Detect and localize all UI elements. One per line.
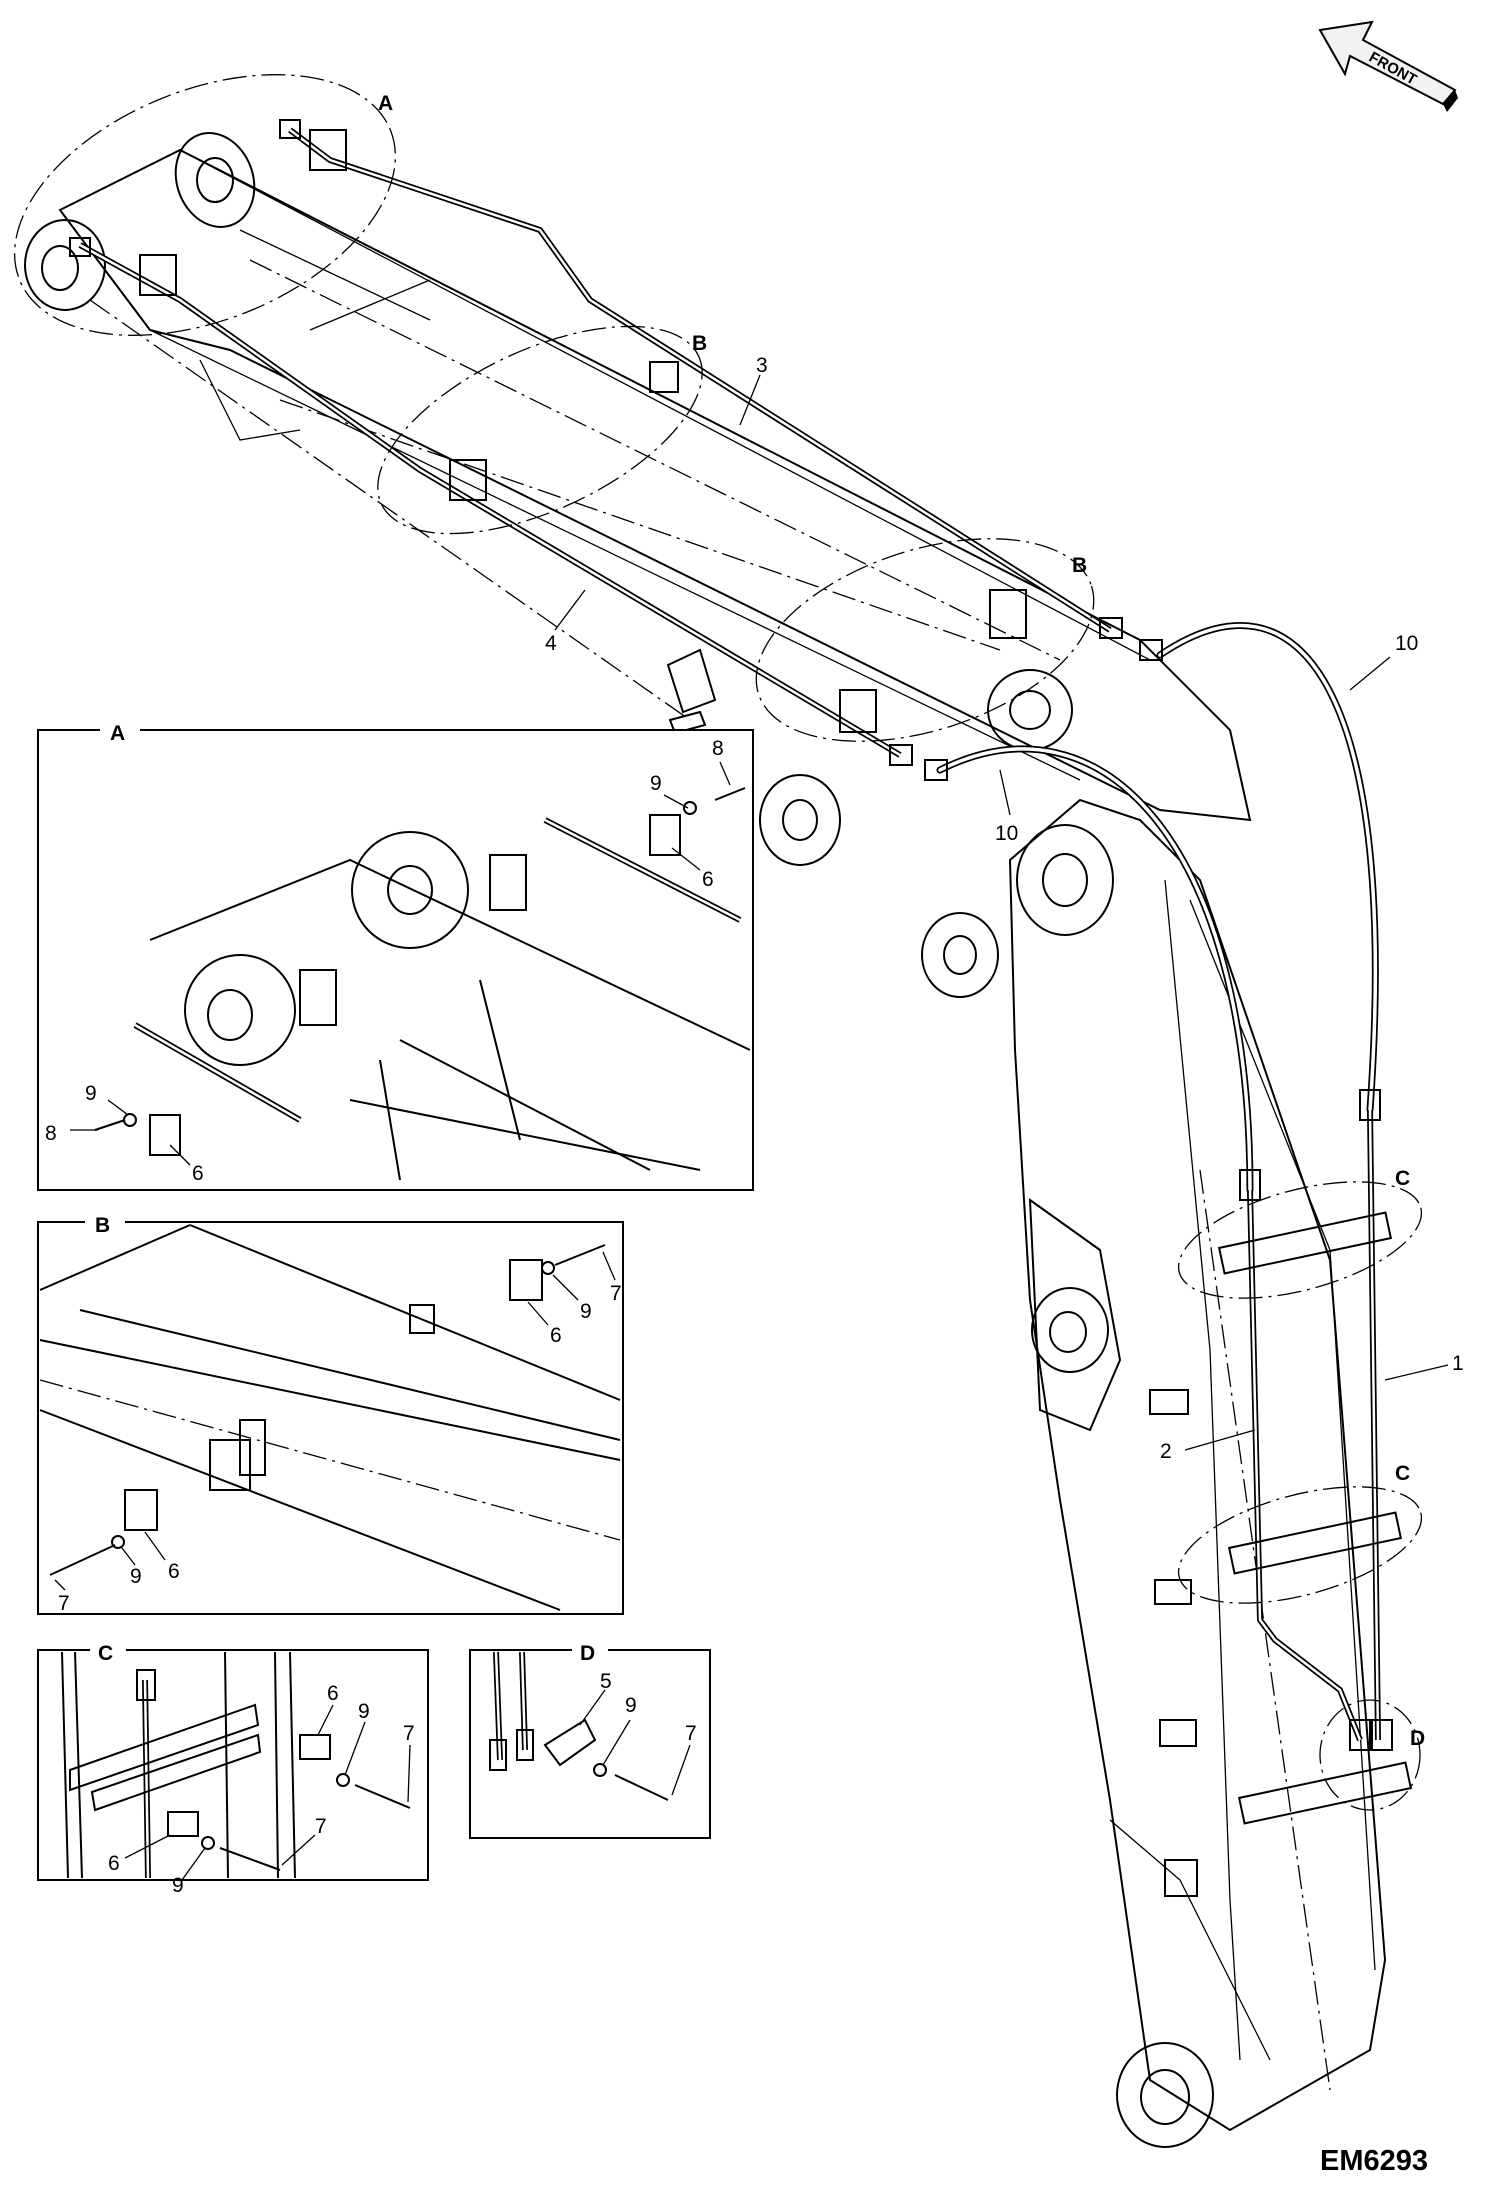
circle-label-c-lower: C — [1395, 1462, 1410, 1485]
callout-hose-10-lower: 10 — [995, 822, 1018, 845]
box-a-label-clamp-lower: 6 — [192, 1162, 204, 1185]
circle-label-c-upper: C — [1395, 1167, 1410, 1190]
detail-box-c-title: C — [98, 1642, 113, 1665]
box-a-label-bolt-lower: 8 — [45, 1122, 57, 1145]
callout-hose-10-upper: 10 — [1395, 632, 1418, 655]
box-c-label-clamp-upper: 6 — [327, 1682, 339, 1705]
box-c-label-washer-upper: 9 — [358, 1700, 370, 1723]
box-b-label-clamp-lower: 6 — [168, 1560, 180, 1583]
box-a-label-washer-lower: 9 — [85, 1082, 97, 1105]
detail-box-a-title: A — [110, 722, 125, 745]
detail-circles: A B B C C D — [13, 74, 1425, 1811]
box-a-label-bolt-upper: 8 — [712, 737, 724, 760]
figure-code: EM6293 — [1320, 2145, 1428, 2177]
callout-pipe-1: 1 — [1452, 1352, 1464, 1375]
box-a-label-washer-upper: 9 — [650, 772, 662, 795]
box-d-label-clamp: 5 — [600, 1670, 612, 1693]
hydraulic-lines — [69, 119, 1413, 1825]
box-a-label-clamp-upper: 6 — [702, 868, 714, 891]
box-d-label-washer: 9 — [625, 1694, 637, 1717]
box-c-label-bolt-upper: 7 — [403, 1722, 415, 1745]
detail-box-c: C 6 9 7 6 9 7 — [37, 1638, 429, 1897]
detail-box-d: D 5 9 7 — [469, 1638, 711, 1839]
box-b-label-washer-upper: 9 — [580, 1300, 592, 1323]
callouts: 3 4 10 10 1 2 — [545, 354, 1464, 1463]
callout-pipe-2: 2 — [1160, 1440, 1172, 1463]
circle-label-a: A — [378, 92, 393, 115]
detail-box-d-title: D — [580, 1642, 595, 1665]
box-b-label-clamp-upper: 6 — [550, 1324, 562, 1347]
box-b-label-washer-lower: 9 — [130, 1565, 142, 1588]
circle-label-b-upper: B — [692, 332, 707, 355]
arm-assembly — [24, 132, 1252, 822]
detail-box-a: A 8 9 6 8 9 6 — [37, 718, 754, 1191]
callout-pipe-4: 4 — [545, 632, 557, 655]
box-d-label-bolt: 7 — [685, 1722, 697, 1745]
box-c-label-bolt-lower: 7 — [315, 1815, 327, 1838]
circle-label-d: D — [1410, 1727, 1425, 1750]
box-b-label-bolt-lower: 7 — [58, 1592, 70, 1615]
front-arrow-icon: FRONT — [1318, 20, 1458, 112]
boom-assembly — [759, 669, 1387, 2148]
detail-box-b: B 7 9 6 7 9 6 — [37, 1210, 624, 1615]
box-b-label-bolt-upper: 7 — [610, 1282, 622, 1305]
detail-box-b-title: B — [95, 1214, 110, 1237]
callout-pipe-3: 3 — [756, 354, 768, 377]
box-c-label-washer-lower: 9 — [172, 1874, 184, 1897]
circle-label-b-lower: B — [1072, 554, 1087, 577]
box-c-label-clamp-lower: 6 — [108, 1852, 120, 1875]
